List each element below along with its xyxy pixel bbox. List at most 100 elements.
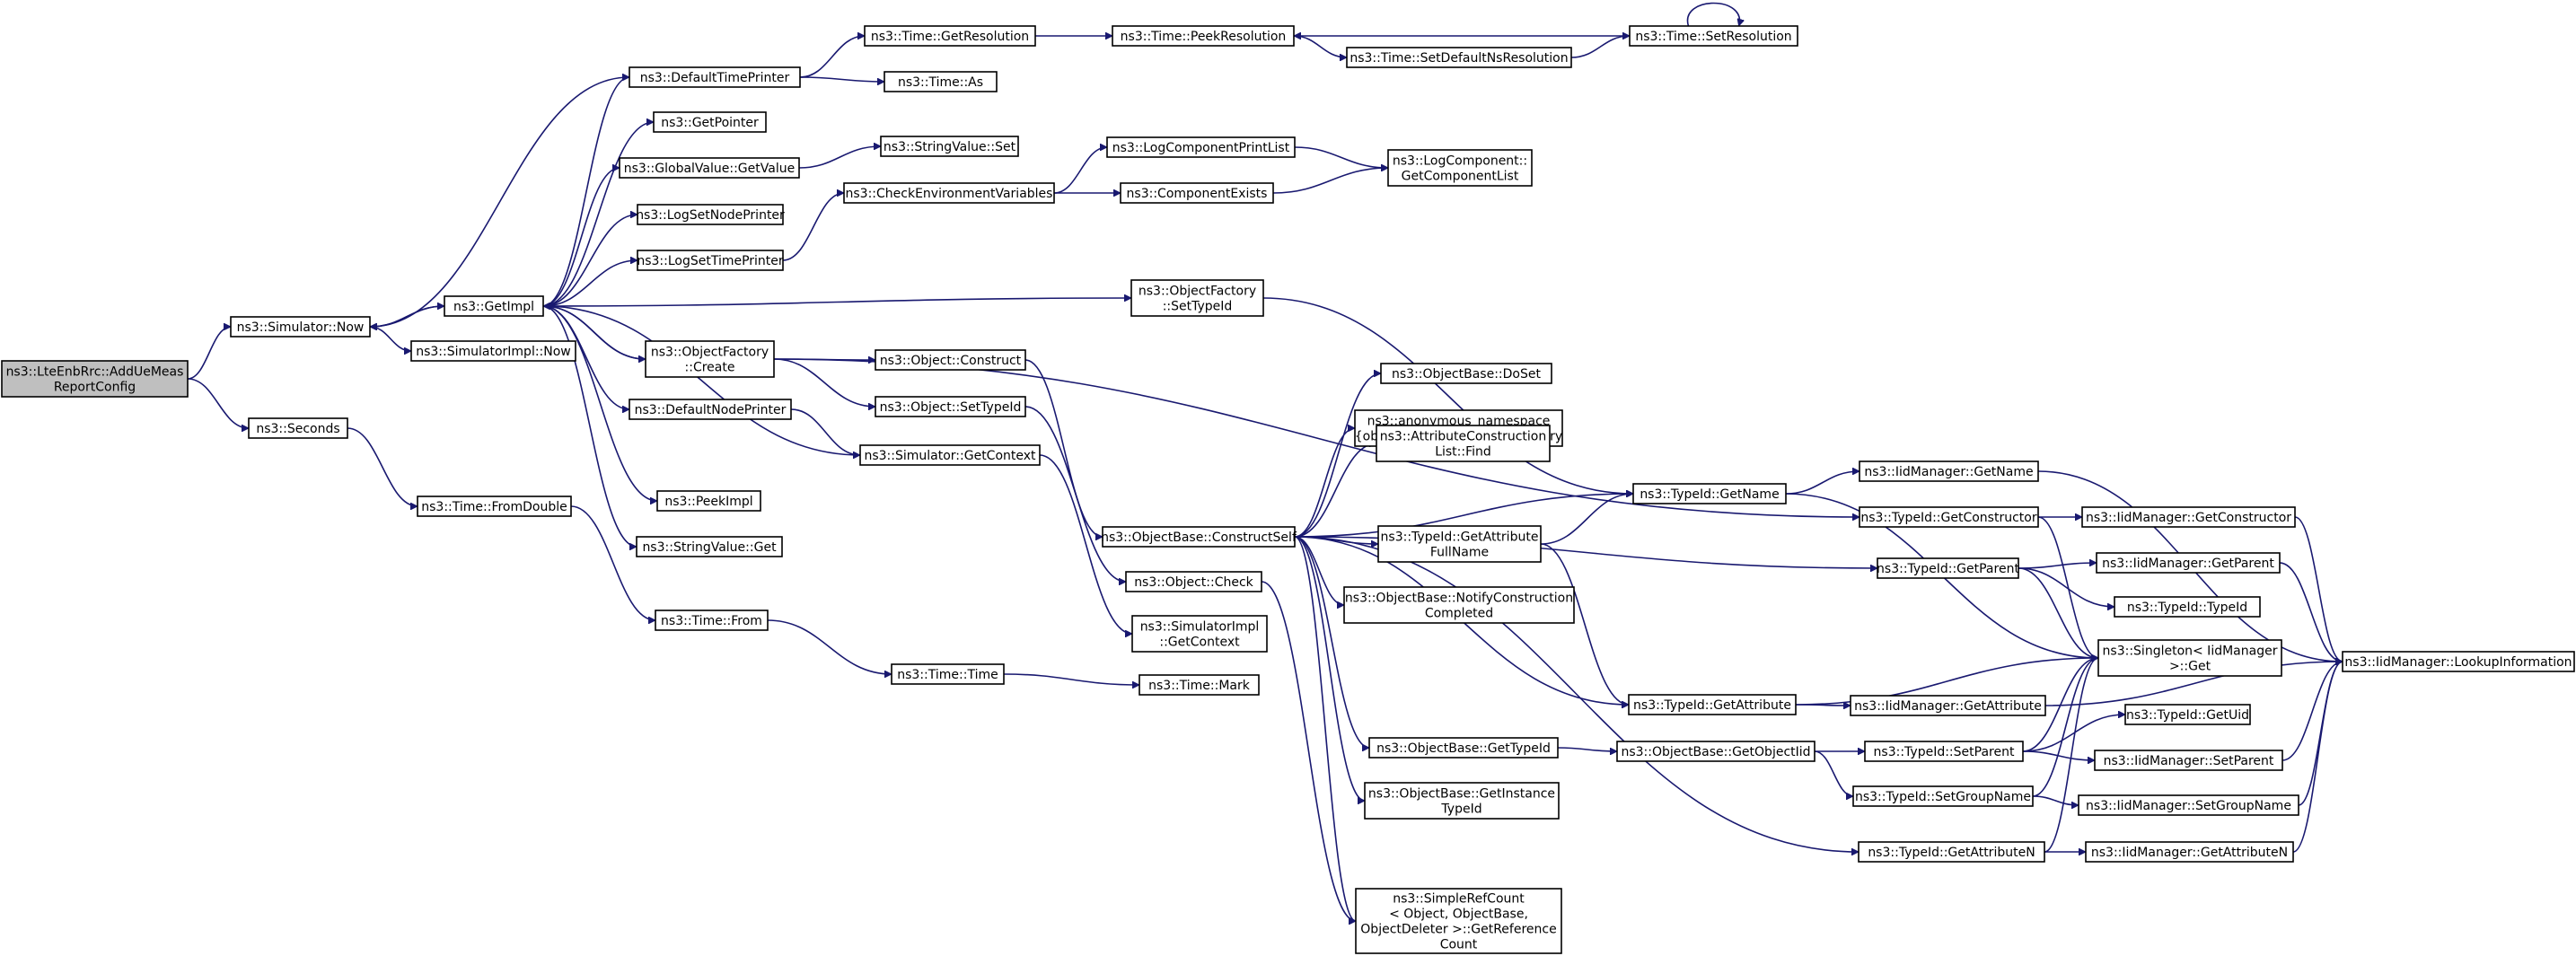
node-iid-manager-get-attribute-n[interactable]: ns3::IidManager::GetAttributeN (2085, 841, 2294, 863)
node-box (1859, 460, 2039, 482)
node-type-id-get-constructor[interactable]: ns3::TypeId::GetConstructor (1859, 506, 2039, 528)
node-label: ::SetTypeId (1163, 300, 1233, 314)
node-object-factory-create[interactable]: ns3::ObjectFactory::Create (645, 340, 775, 378)
node-type-id-type-id[interactable]: ns3::TypeId::TypeId (2114, 596, 2261, 618)
node-label: ns3::SimulatorImpl::Now (416, 345, 571, 359)
node-object-base-notify-construction-completed[interactable]: ns3::ObjectBase::NotifyConstructionCompl… (1343, 586, 1575, 624)
edge-time-set-resolution-to-time-set-resolution (1686, 2, 1740, 27)
node-type-id-set-group-name[interactable]: ns3::TypeId::SetGroupName (1852, 785, 2034, 807)
node-time-time[interactable]: ns3::Time::Time (891, 663, 1005, 685)
node-log-component-get-component-list[interactable]: ns3::LogComponent::GetComponentList (1387, 149, 1533, 187)
node-simple-ref-count-get-reference-count[interactable]: ns3::SimpleRefCount< Object, ObjectBase,… (1355, 888, 1562, 954)
node-simulator-get-context[interactable]: ns3::Simulator::GetContext (859, 444, 1041, 466)
edge-object-factory-create-to-get-impl (543, 306, 646, 360)
edge-time-from-to-time-time (767, 619, 892, 674)
node-global-value-get-value[interactable]: ns3::GlobalValue::GetValue (619, 157, 800, 179)
node-box (653, 111, 767, 133)
node-object-factory-set-type-id[interactable]: ns3::ObjectFactory::SetTypeId (1130, 279, 1264, 317)
node-box (2081, 506, 2296, 528)
node-string-value-set[interactable]: ns3::StringValue::Set (880, 136, 1019, 157)
node-box (1131, 615, 1268, 653)
node-time-peek-resolution[interactable]: ns3::Time::PeekResolution (1112, 25, 1295, 47)
node-time-set-resolution[interactable]: ns3::Time::SetResolution (1629, 25, 1798, 47)
node-iid-manager-get-name[interactable]: ns3::IidManager::GetName (1859, 460, 2039, 482)
node-box (880, 136, 1019, 157)
edge-get-impl-to-object-factory-set-type-id (542, 298, 1131, 307)
node-iid-manager-set-parent[interactable]: ns3::IidManager::SetParent (2094, 750, 2283, 771)
node-time-from-double[interactable]: ns3::Time::FromDouble (417, 496, 572, 517)
node-time-mark[interactable]: ns3::Time::Mark (1139, 674, 1260, 696)
node-box (1629, 25, 1798, 47)
node-object-base-get-type-id[interactable]: ns3::ObjectBase::GetTypeId (1368, 737, 1559, 759)
node-label: >::Get (2169, 660, 2211, 674)
edge-iid-manager-set-parent-to-iid-manager-lookup-information (2281, 662, 2343, 761)
node-singleton-get[interactable]: ns3::Singleton< IidManager>::Get (2097, 639, 2282, 677)
node-iid-manager-lookup-information[interactable]: ns3::IidManager::LookupInformation (2342, 651, 2575, 672)
node-time-set-default-ns-resolution[interactable]: ns3::Time::SetDefaultNsResolution (1346, 47, 1572, 68)
edge-get-impl-to-simulator-now (370, 305, 445, 327)
node-string-value-get[interactable]: ns3::StringValue::Get (636, 536, 783, 557)
edge-object-base-construct-self-to-object-base-get-type-id (1294, 536, 1370, 748)
node-box (1850, 695, 2046, 716)
node-iid-manager-get-attribute[interactable]: ns3::IidManager::GetAttribute (1850, 695, 2046, 716)
node-check-environment-variables[interactable]: ns3::CheckEnvironmentVariables (843, 182, 1055, 204)
node-iid-manager-set-group-name[interactable]: ns3::IidManager::SetGroupName (2078, 794, 2299, 816)
node-box (2078, 794, 2299, 816)
edge-type-id-get-constructor-to-singleton-get (2037, 516, 2099, 658)
node-label: ns3::Time::Time (897, 668, 998, 682)
node-label: ns3::PeekImpl (664, 495, 752, 509)
node-box (637, 250, 784, 271)
node-object-check[interactable]: ns3::Object::Check (1125, 571, 1262, 592)
node-box (656, 490, 761, 512)
node-log-set-node-printer[interactable]: ns3::LogSetNodePrinter (636, 204, 785, 225)
node-log-set-time-printer[interactable]: ns3::LogSetTimePrinter (637, 250, 784, 271)
node-box (864, 25, 1036, 47)
node-type-id-get-parent[interactable]: ns3::TypeId::GetParent (1877, 557, 2019, 579)
node-object-base-construct-self[interactable]: ns3::ObjectBase::ConstructSelf (1101, 526, 1297, 548)
node-log-component-print-list[interactable]: ns3::LogComponentPrintList (1106, 136, 1296, 158)
node-type-id-get-uid[interactable]: ns3::TypeId::GetUid (2124, 704, 2251, 725)
node-object-base-do-set[interactable]: ns3::ObjectBase::DoSet (1380, 363, 1552, 384)
node-iid-manager-get-parent[interactable]: ns3::IidManager::GetParent (2096, 552, 2281, 574)
node-label: ns3::TypeId::GetConstructor (1860, 511, 2036, 525)
node-type-id-get-attribute-n[interactable]: ns3::TypeId::GetAttributeN (1858, 841, 2045, 863)
node-label: ns3::IidManager::GetConstructor (2086, 511, 2291, 525)
node-label: ns3::TypeId::GetUid (2126, 708, 2249, 723)
node-box (645, 340, 775, 378)
node-type-id-get-name[interactable]: ns3::TypeId::GetName (1632, 483, 1787, 504)
node-default-node-printer[interactable]: ns3::DefaultNodePrinter (629, 399, 792, 420)
node-type-id-get-attribute[interactable]: ns3::TypeId::GetAttribute (1628, 694, 1797, 715)
node-box (1859, 506, 2039, 528)
node-get-impl[interactable]: ns3::GetImpl (444, 295, 544, 317)
node-get-pointer[interactable]: ns3::GetPointer (653, 111, 767, 133)
node-label: ns3::LogSetNodePrinter (636, 208, 785, 223)
node-label: ObjectDeleter >::GetReference (1360, 923, 1556, 937)
edge-default-node-printer-to-simulator-get-context (790, 408, 860, 455)
node-simulator-impl-get-context[interactable]: ns3::SimulatorImpl::GetContext (1131, 615, 1268, 653)
node-simulator-impl-now[interactable]: ns3::SimulatorImpl::Now (410, 340, 576, 362)
node-seconds[interactable]: ns3::Seconds (248, 417, 348, 439)
node-simulator-now[interactable]: ns3::Simulator::Now (230, 316, 371, 338)
node-type-id-set-parent[interactable]: ns3::TypeId::SetParent (1864, 741, 2024, 762)
node-box (629, 399, 792, 420)
node-object-set-type-id[interactable]: ns3::Object::SetTypeId (875, 396, 1026, 417)
node-default-time-printer[interactable]: ns3::DefaultTimePrinter (629, 66, 801, 88)
node-box (859, 444, 1041, 466)
node-peek-impl[interactable]: ns3::PeekImpl (656, 490, 761, 512)
node-time-from[interactable]: ns3::Time::From (655, 610, 769, 631)
node-time-get-resolution[interactable]: ns3::Time::GetResolution (864, 25, 1036, 47)
node-time-as[interactable]: ns3::Time::As (884, 71, 998, 92)
edge-type-id-get-attribute-full-name-to-type-id-get-name (1540, 494, 1633, 545)
node-label: ns3::IidManager::GetAttribute (1854, 699, 2042, 714)
node-label: ::GetContext (1159, 636, 1240, 650)
node-component-exists[interactable]: ns3::ComponentExists (1120, 182, 1274, 204)
node-object-construct[interactable]: ns3::Object::Construct (875, 349, 1026, 371)
node-object-base-get-object-iid[interactable]: ns3::ObjectBase::GetObjectIid (1616, 741, 1816, 762)
edge-log-component-print-list-to-log-component-get-component-list (1294, 146, 1388, 168)
node-iid-manager-get-constructor[interactable]: ns3::IidManager::GetConstructor (2081, 506, 2296, 528)
edge-get-impl-to-get-pointer (542, 122, 654, 307)
